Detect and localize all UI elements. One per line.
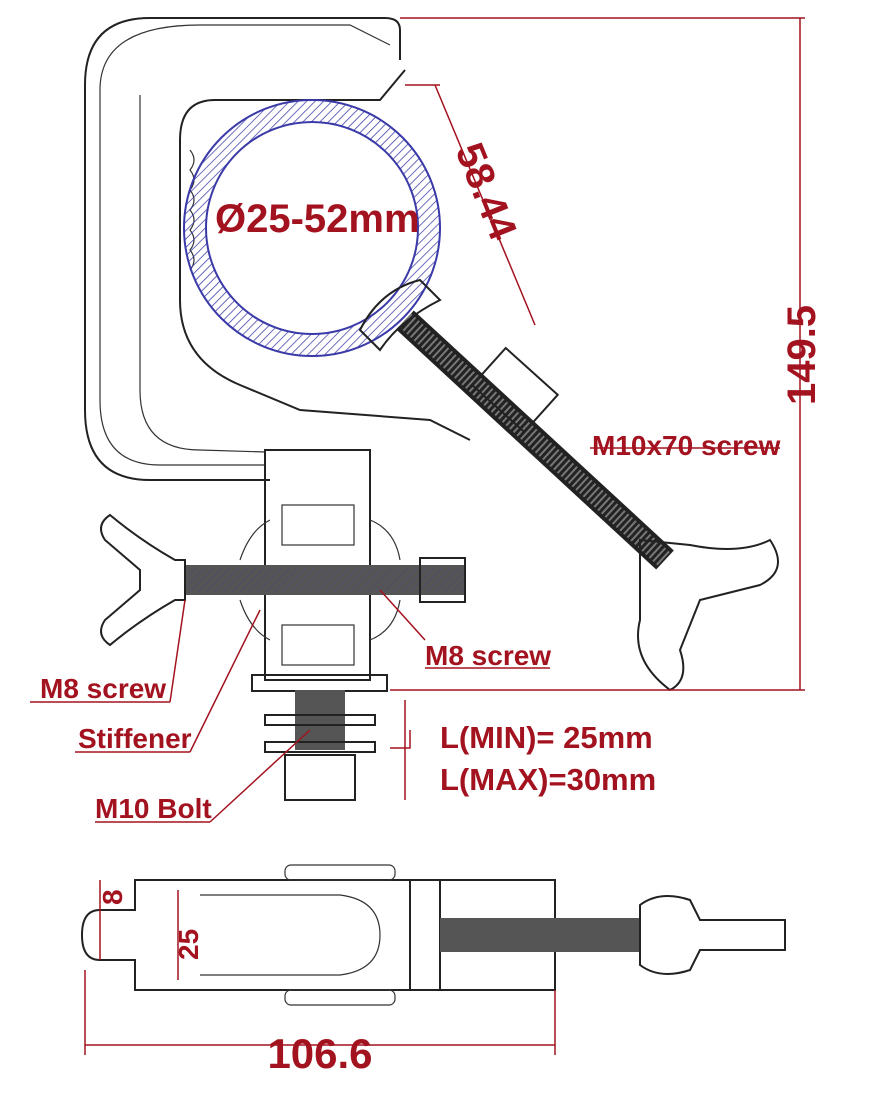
- m8-screw-right-label: M8 screw: [425, 640, 551, 671]
- stiffener-label: Stiffener: [78, 723, 192, 754]
- leader-lines: [30, 447, 780, 823]
- pipe-diameter-label: Ø25-52mm: [215, 197, 420, 241]
- m10-bolt: [264, 690, 376, 801]
- height-dimension-label: 149.5: [780, 305, 824, 405]
- body-width-label: 25: [173, 929, 204, 960]
- total-length-label: 106.6: [267, 1030, 372, 1077]
- opening-dimension: [405, 84, 536, 326]
- l-max-label: L(MAX)=30mm: [440, 762, 656, 797]
- top-view-drawing: [80, 864, 786, 1006]
- bottom-dimensions: [84, 880, 556, 1055]
- main-screw-label: M10x70 screw: [592, 430, 781, 461]
- m10-main-screw: [358, 278, 779, 692]
- slot-width-label: 8: [97, 889, 128, 905]
- height-dimension: [390, 17, 805, 691]
- bolt-label: M10 Bolt: [95, 793, 212, 824]
- m8-screw-left-label: M8 screw: [40, 673, 166, 704]
- l-min-label: L(MIN)= 25mm: [440, 720, 653, 755]
- pipe-section: [183, 99, 441, 357]
- opening-dimension-label: 58.44: [447, 137, 526, 247]
- horizontal-m8-screws: [100, 513, 466, 647]
